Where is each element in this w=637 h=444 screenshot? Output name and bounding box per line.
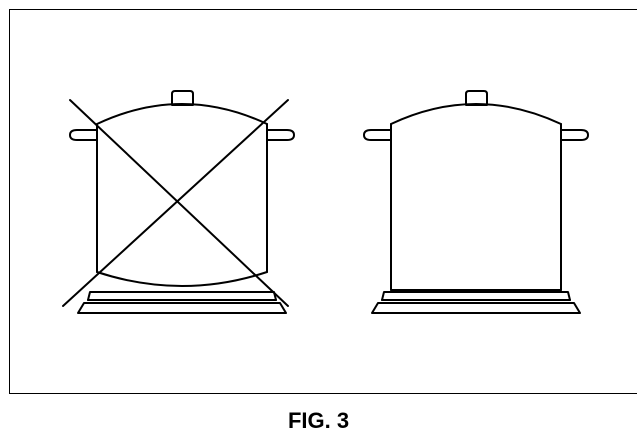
correct-pot (363, 90, 589, 314)
cross-line-1 (69, 99, 289, 307)
left-handle (69, 129, 98, 141)
lid (390, 103, 562, 125)
lid-knob (465, 90, 488, 106)
figure-frame (9, 9, 637, 394)
hob-top (381, 291, 571, 301)
hob-base (371, 302, 581, 314)
right-handle (266, 129, 295, 141)
left-handle (363, 129, 392, 141)
figure-caption: FIG. 3 (287, 408, 350, 433)
pot-concave-base (96, 271, 268, 287)
hob-top (87, 291, 277, 301)
cross-line-2 (62, 99, 289, 307)
lid-knob (171, 90, 194, 106)
incorrect-pot (62, 90, 295, 314)
right-handle (560, 129, 589, 141)
hob-base (77, 302, 287, 314)
lid (96, 103, 268, 125)
